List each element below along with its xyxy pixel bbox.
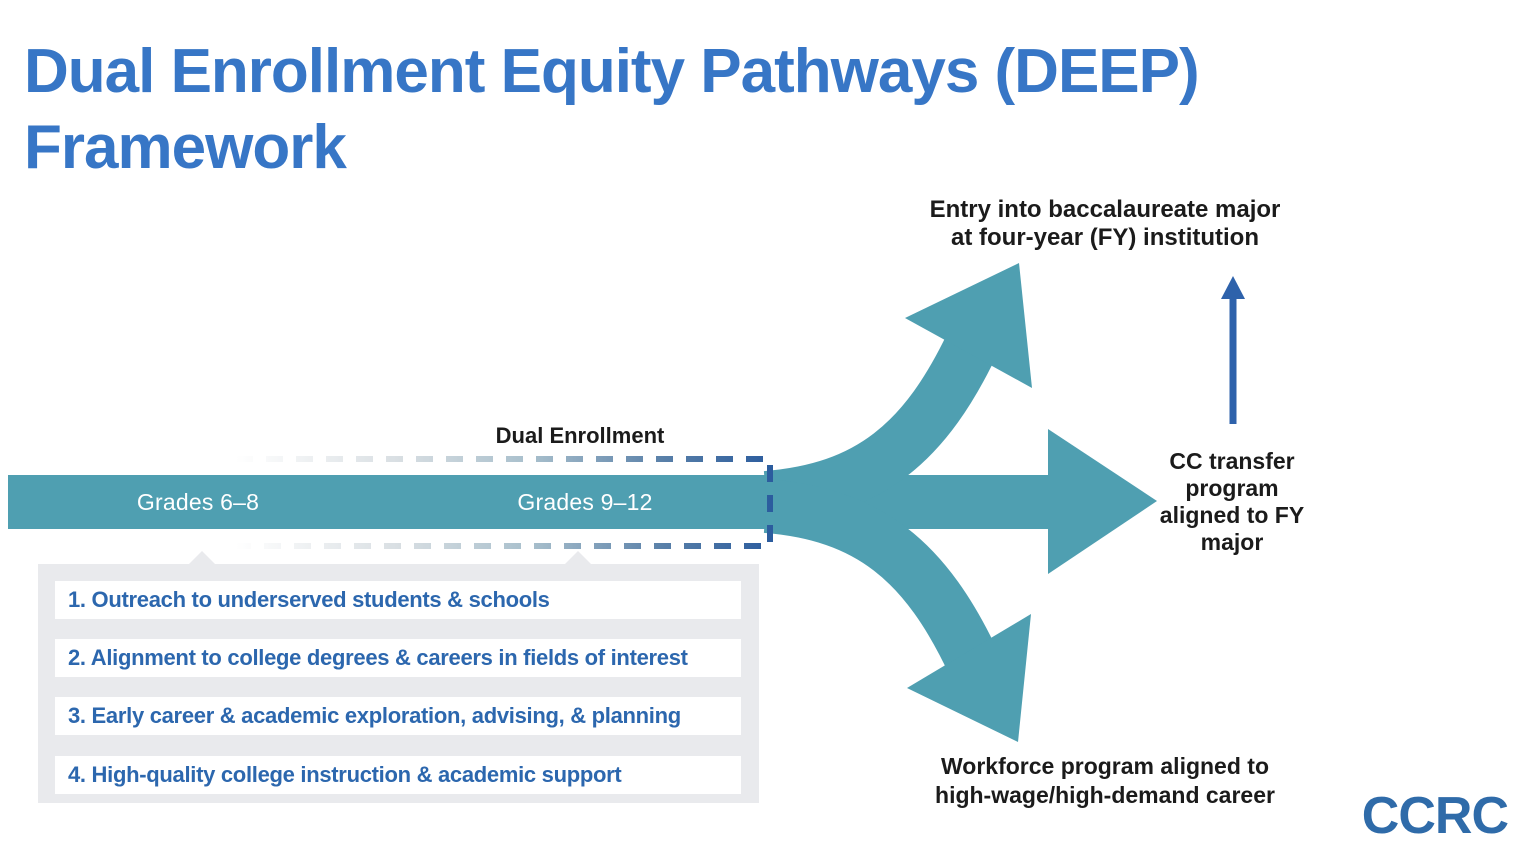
lower-branch-arrow: [763, 479, 1031, 742]
dual-enrollment-label: Dual Enrollment: [495, 423, 665, 448]
principles-panel: 1. Outreach to underserved students & sc…: [38, 564, 759, 803]
page-title: Dual Enrollment Equity Pathways (DEEP) F…: [24, 34, 1200, 186]
ccrc-logo: CCRC: [1361, 787, 1509, 845]
principle-item: 2. Alignment to college degrees & career…: [55, 639, 741, 677]
transfer-to-fy-arrow: [1221, 276, 1245, 424]
page-title-line1: Dual Enrollment Equity Pathways (DEEP): [24, 37, 1200, 106]
grades-6-8-label: Grades 6–8: [136, 489, 260, 515]
outcome-baccalaureate-line1: Entry into baccalaureate major: [929, 196, 1281, 223]
outcome-workforce-line2: high-wage/high-demand career: [935, 782, 1275, 808]
outcome-cc-transfer-line2: program: [1185, 475, 1279, 501]
page-title-line2: Framework: [24, 113, 347, 182]
grades-9-12-label: Grades 9–12: [517, 489, 653, 515]
principle-item: 4. High-quality college instruction & ac…: [55, 756, 741, 794]
middle-branch-arrow: [1048, 429, 1157, 574]
principle-item: 3. Early career & academic exploration, …: [55, 697, 741, 735]
outcome-baccalaureate-line2: at four-year (FY) institution: [951, 224, 1259, 251]
principle-item: 1. Outreach to underserved students & sc…: [55, 581, 741, 619]
upper-branch-arrow: [763, 263, 1032, 525]
dual-enrollment-dashed-outline: [236, 456, 773, 549]
outcome-cc-transfer-line3: aligned to FY: [1159, 502, 1305, 528]
outcome-baccalaureate-label: Entry into baccalaureate major at four-y…: [925, 196, 1285, 252]
outcome-cc-transfer-line4: major: [1200, 529, 1264, 555]
outcome-cc-transfer-label: CC transfer program aligned to FY major: [1152, 448, 1312, 556]
panel-pointer-triangle: [565, 551, 591, 564]
outcome-cc-transfer-line1: CC transfer: [1169, 448, 1295, 474]
outcome-workforce-label: Workforce program aligned to high-wage/h…: [900, 752, 1310, 810]
outcome-workforce-line1: Workforce program aligned to: [940, 753, 1269, 779]
panel-pointer-triangle: [189, 551, 215, 564]
